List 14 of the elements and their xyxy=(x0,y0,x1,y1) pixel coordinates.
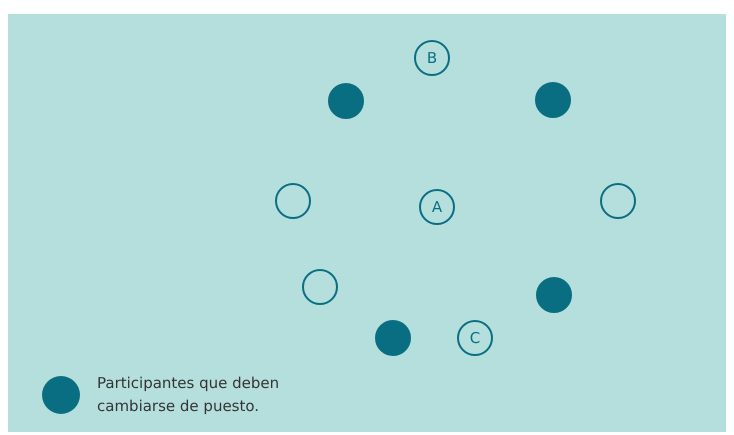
legend-text: Participantes que deben cambiarse de puesto. xyxy=(97,373,280,417)
participant-circle xyxy=(600,183,636,219)
participant-circle xyxy=(414,40,450,76)
participant-label: C xyxy=(470,329,480,347)
participant-label: B xyxy=(426,49,438,67)
participant-circle xyxy=(302,269,338,305)
filled-circle xyxy=(375,320,411,356)
participant-circle xyxy=(419,189,455,225)
participant-label: A xyxy=(432,198,442,216)
filled-circle xyxy=(535,82,571,118)
filled-circle xyxy=(536,277,572,313)
filled-circle xyxy=(328,83,364,119)
participant-circle xyxy=(275,183,311,219)
participant-circle xyxy=(457,320,493,356)
